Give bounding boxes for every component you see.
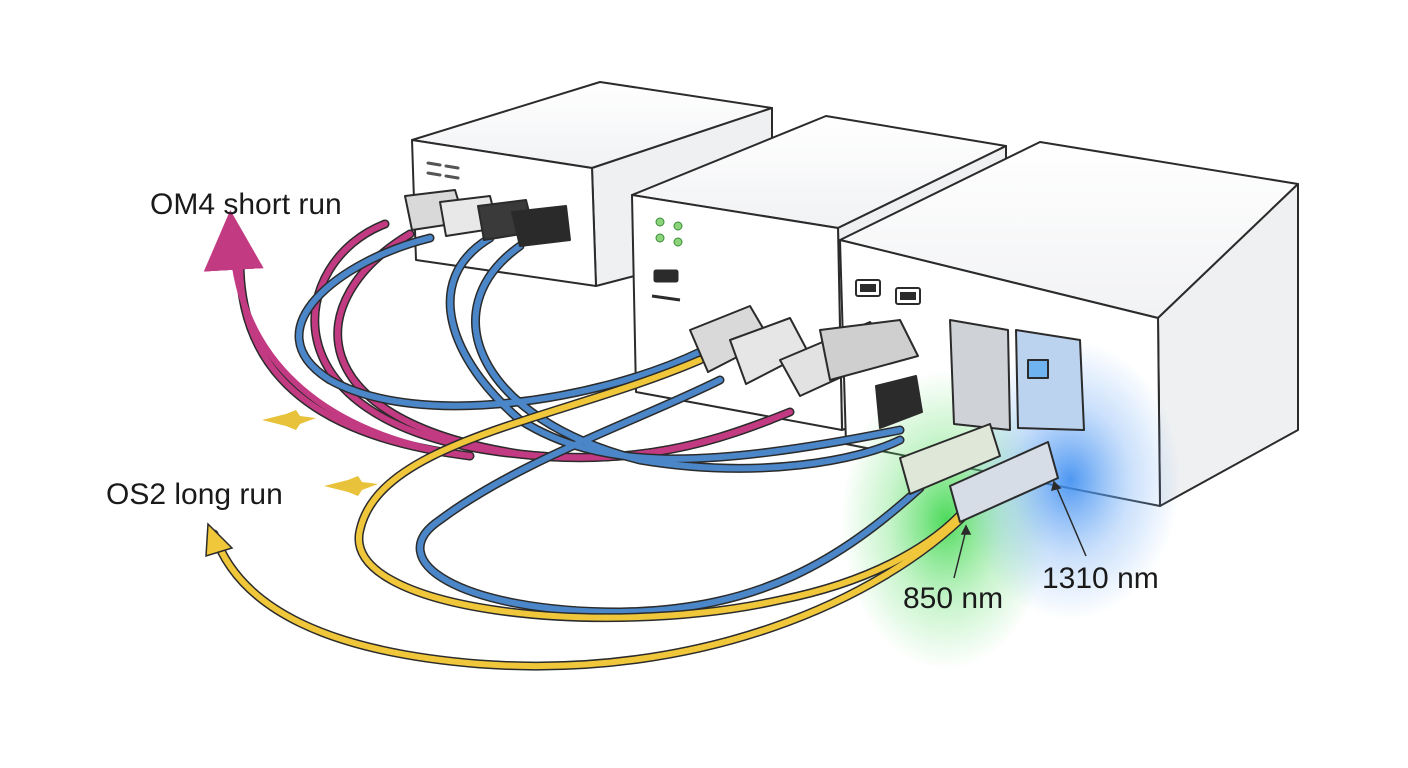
om4-arrow <box>203 210 473 459</box>
wavelength-850-label: 850 nm <box>903 582 1004 615</box>
wavelength-1310-label: 1310 nm <box>1042 562 1159 595</box>
signal-arrow-icon <box>324 476 378 496</box>
sfp-modules <box>899 319 1085 523</box>
signal-arrow-icon <box>262 410 316 430</box>
middle-connectors <box>689 305 923 429</box>
wavelength-pointers <box>953 480 1087 579</box>
os2-label: OS2 long run <box>106 478 283 511</box>
left-connectors <box>404 189 571 247</box>
glow-1310 <box>960 340 1180 620</box>
om4-label: OM4 short run <box>150 188 342 221</box>
os2-arrowhead <box>205 522 234 558</box>
cables <box>203 210 973 671</box>
